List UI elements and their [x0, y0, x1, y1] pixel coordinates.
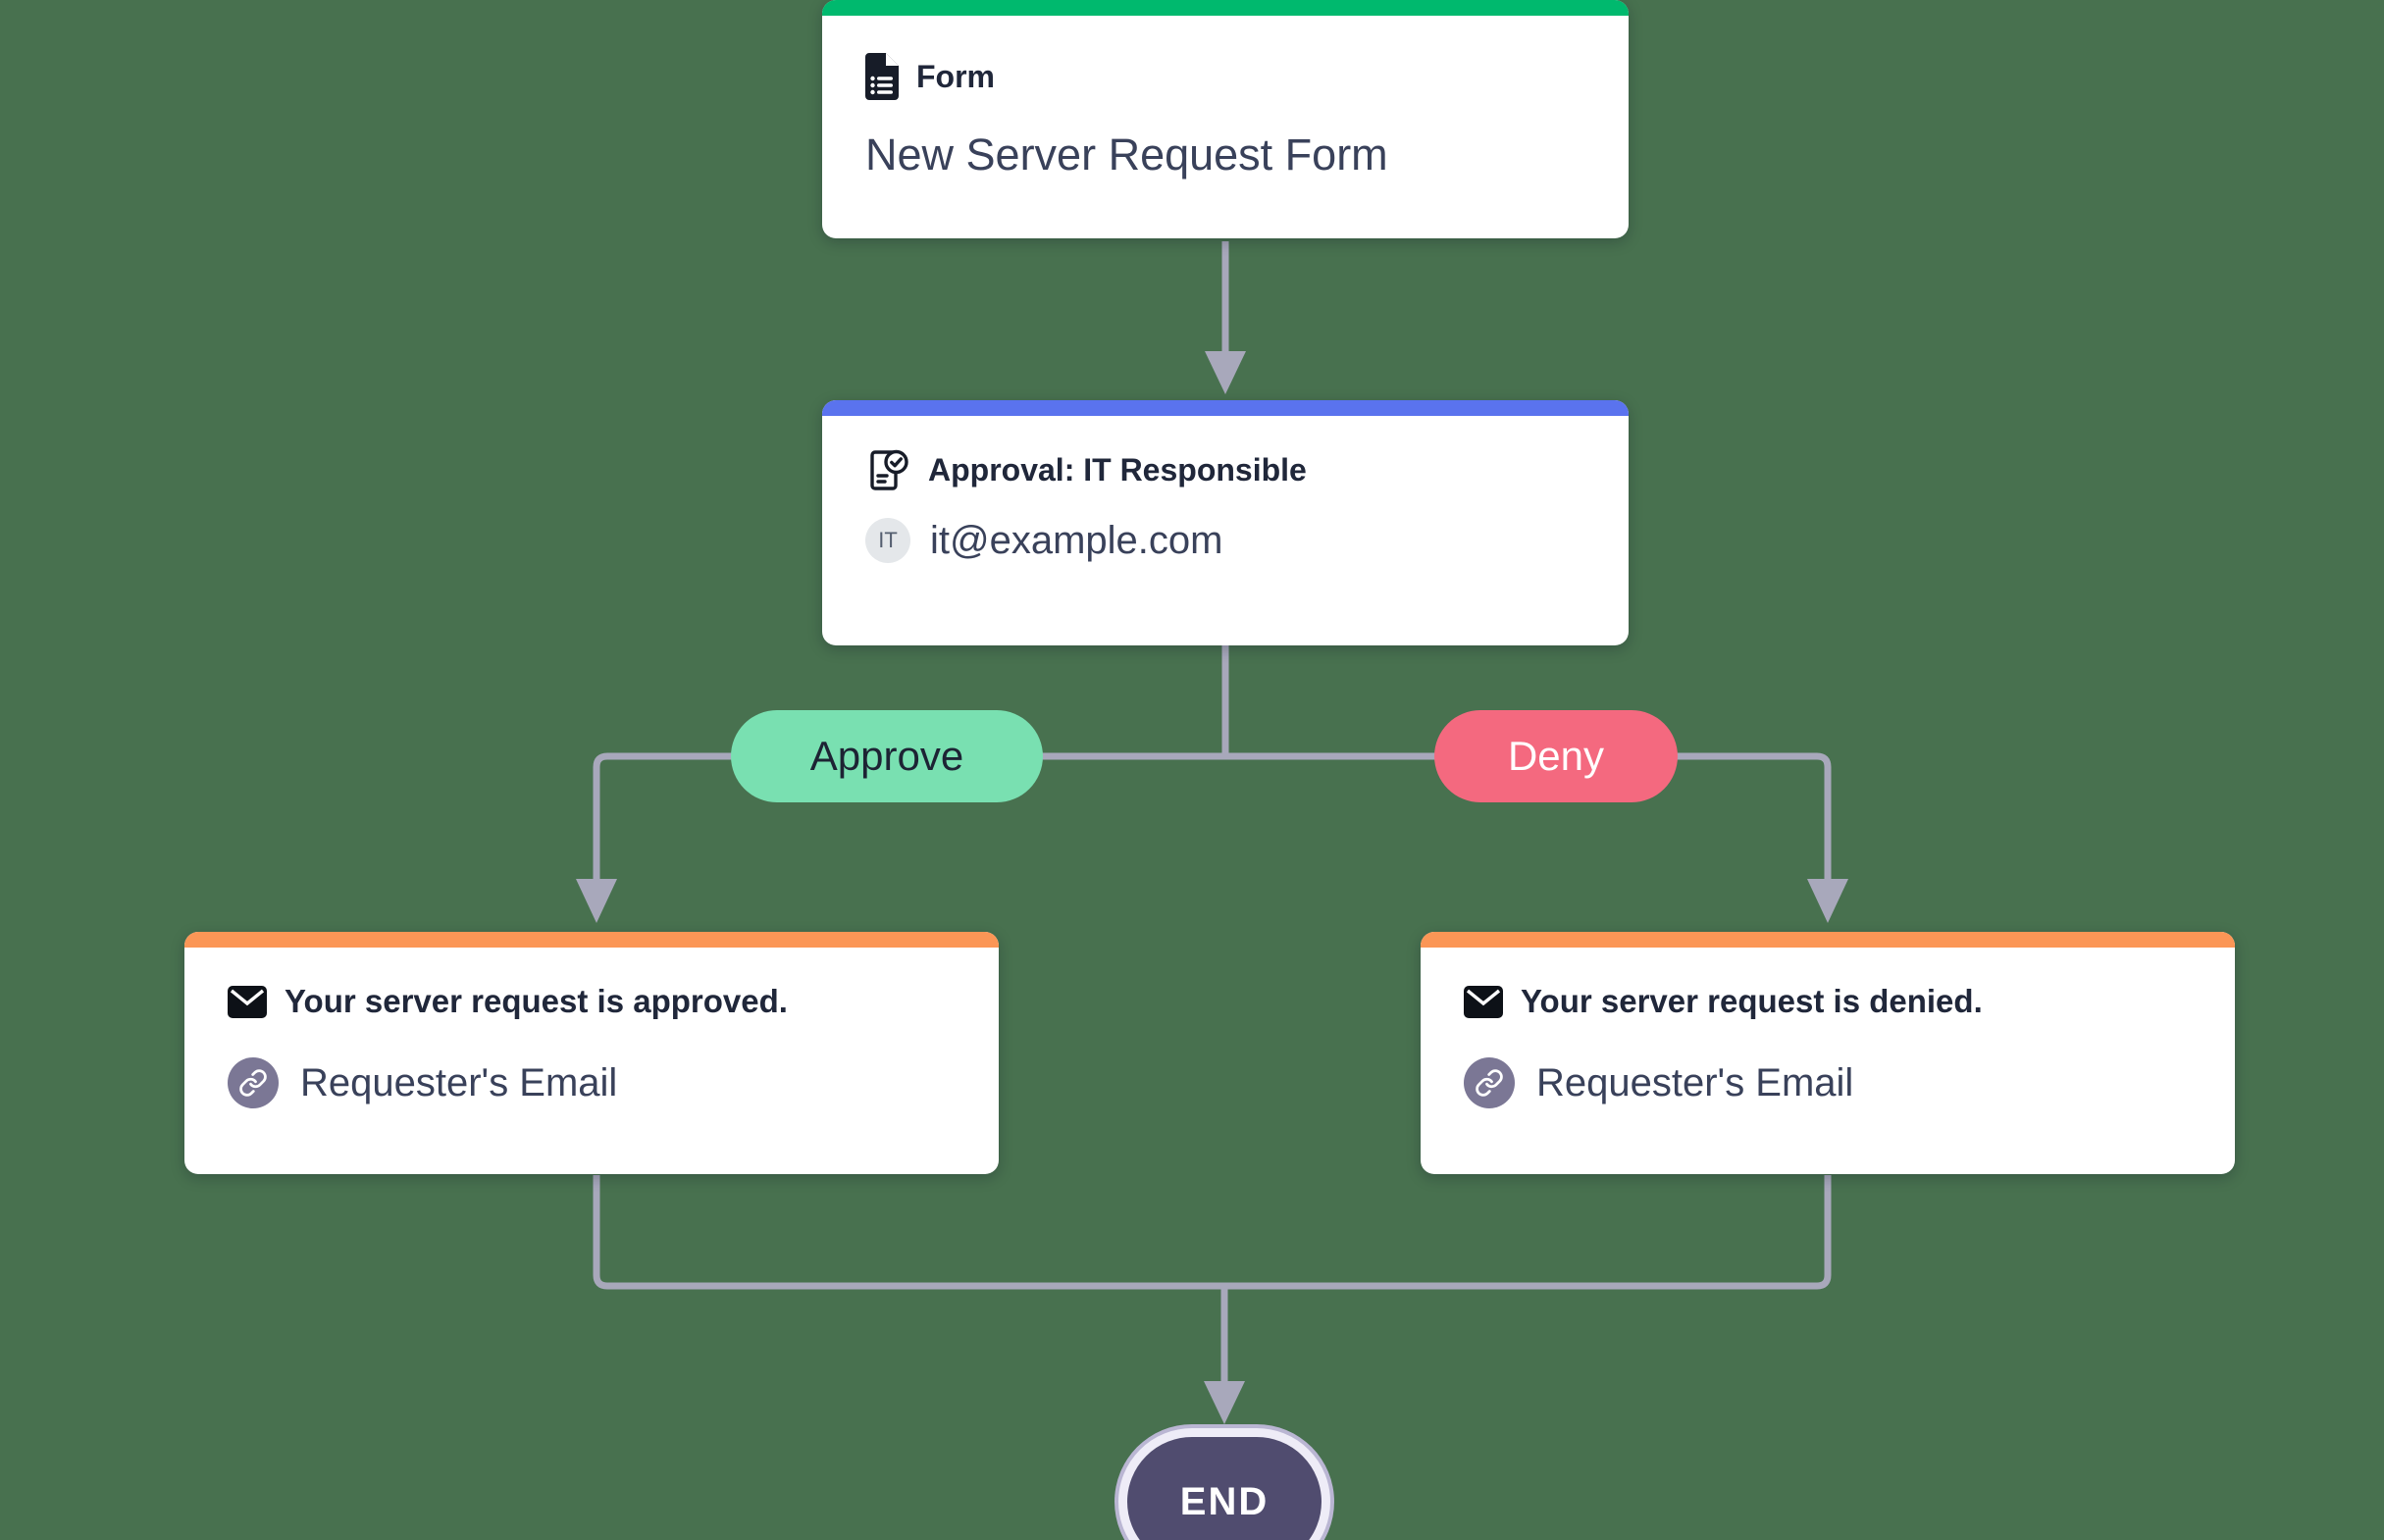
approve-branch-pill[interactable]: Approve [731, 710, 1043, 802]
denied-recipient: Requester's Email [1536, 1060, 1854, 1104]
form-node-card[interactable]: Form New Server Request Form [822, 0, 1629, 238]
document-icon [865, 53, 899, 100]
deny-branch-label: Deny [1507, 733, 1605, 779]
approved-recipient: Requester's Email [300, 1060, 618, 1104]
end-node-pill[interactable]: END [1118, 1428, 1330, 1540]
approved-accent-bar [184, 932, 999, 948]
form-accent-bar [822, 0, 1629, 16]
approval-node-card[interactable]: Approval: IT Responsible IT it@example.c… [822, 400, 1629, 645]
approved-email-title: Your server request is approved. [285, 983, 788, 1019]
approval-check-icon [865, 447, 910, 492]
connector-branch-merge [593, 1175, 1832, 1290]
arrowhead-approved-card [576, 879, 617, 923]
form-title: New Server Request Form [865, 129, 1388, 180]
approved-email-node-card[interactable]: Your server request is approved. Request… [184, 932, 999, 1174]
connector-branch-split [593, 752, 1832, 881]
mail-icon [228, 985, 267, 1018]
denied-email-title: Your server request is denied. [1521, 983, 1983, 1019]
denied-accent-bar [1421, 932, 2235, 948]
mail-icon [1464, 985, 1503, 1018]
deny-branch-pill[interactable]: Deny [1434, 710, 1678, 802]
end-label: END [1179, 1479, 1270, 1523]
arrowhead-end [1204, 1381, 1245, 1424]
assignee-avatar: IT [865, 518, 910, 563]
arrowhead-denied-card [1807, 879, 1848, 923]
assignee-email: it@example.com [930, 518, 1223, 562]
link-icon [1464, 1057, 1515, 1108]
denied-email-node-card[interactable]: Your server request is denied. Requester… [1421, 932, 2235, 1174]
arrowhead-approval [1205, 351, 1246, 394]
approval-accent-bar [822, 400, 1629, 416]
approval-title: Approval: IT Responsible [928, 451, 1307, 488]
approve-branch-label: Approve [809, 733, 964, 779]
form-type-label: Form [916, 58, 995, 94]
link-icon [228, 1057, 279, 1108]
